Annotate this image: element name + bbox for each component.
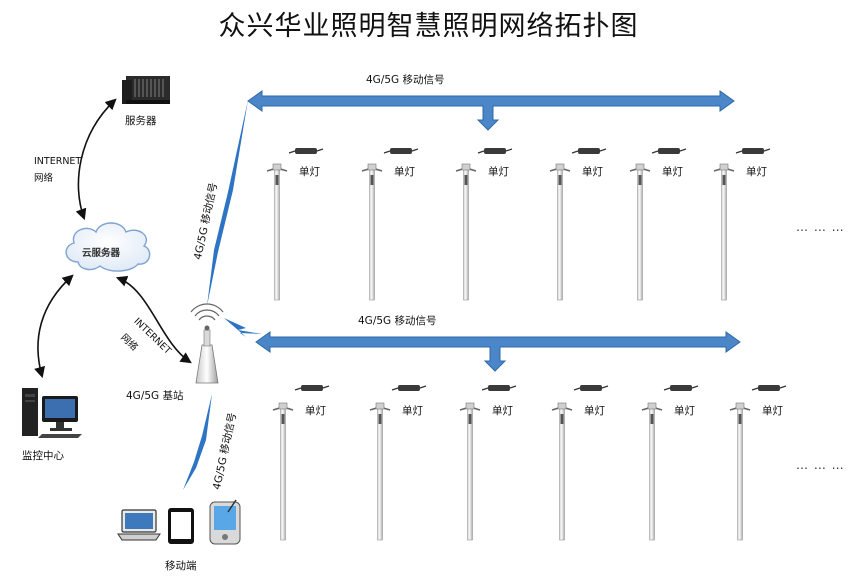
link-cloud-basestation — [115, 275, 192, 364]
light-pole-2-3 — [459, 385, 517, 541]
light-pole-2-4 — [551, 385, 609, 541]
server-label: 服务器 — [125, 115, 157, 127]
light-pole-1-6 — [713, 148, 771, 301]
lightning-up — [207, 100, 248, 306]
lamp-label-1-1: 单灯 — [299, 166, 320, 178]
link-server-cloud — [75, 98, 117, 221]
light-poles — [266, 148, 787, 541]
lightning-right — [224, 318, 262, 337]
lamp-label-1-3: 单灯 — [488, 166, 509, 178]
lamp-label-1-2: 单灯 — [394, 166, 415, 178]
light-pole-1-3 — [455, 148, 513, 301]
light-pole-1-1 — [266, 148, 324, 301]
lamp-controller-2-6 — [758, 385, 780, 391]
lamp-label-2-1: 单灯 — [305, 405, 326, 417]
diagram-title: 众兴华业照明智慧照明网络拓扑图 — [218, 11, 639, 42]
light-pole-2-2 — [369, 385, 427, 541]
internet-label-top: INTERNET — [34, 156, 82, 167]
light-pole-1-4 — [549, 148, 607, 301]
signal-arrow-row-1 — [247, 90, 735, 131]
lamp-label-2-4: 单灯 — [584, 405, 605, 417]
cloud-icon — [65, 222, 151, 272]
lamp-controller-1-2 — [390, 148, 412, 154]
base-station-label: 4G/5G 基站 — [126, 390, 184, 402]
light-pole-1-5 — [629, 148, 687, 301]
lamp-label-2-3: 单灯 — [492, 405, 513, 417]
lamp-controller-1-4 — [578, 148, 600, 154]
network-label-top: 网络 — [34, 173, 54, 184]
lightning-down — [183, 394, 212, 490]
lamp-controller-2-1 — [301, 385, 323, 391]
signal-label-top: 4G/5G 移动信号 — [366, 74, 445, 86]
lamp-controller-2-5 — [670, 385, 692, 391]
lamp-controller-1-3 — [484, 148, 506, 154]
monitor-label: 监控中心 — [22, 450, 64, 462]
lamp-controller-2-2 — [398, 385, 420, 391]
lamp-label-1-5: 单灯 — [662, 166, 683, 178]
lamp-controller-1-1 — [295, 148, 317, 154]
light-pole-2-6 — [729, 385, 787, 541]
laptop-icon — [117, 509, 161, 541]
pda-icon — [209, 499, 241, 545]
more-lamps-row-1: … … … — [796, 220, 845, 234]
light-pole-2-1 — [272, 385, 330, 541]
light-pole-2-5 — [641, 385, 699, 541]
lamp-label-2-6: 单灯 — [762, 405, 783, 417]
lamp-label-2-2: 单灯 — [402, 405, 423, 417]
more-lamps-row-2: … … … — [796, 458, 845, 472]
light-pole-1-2 — [361, 148, 419, 301]
signal-label-mid: 4G/5G 移动信号 — [358, 315, 437, 327]
tablet-icon — [168, 508, 194, 544]
signal-arrows — [247, 90, 741, 372]
lamp-controller-2-4 — [580, 385, 602, 391]
link-cloud-monitor — [34, 274, 74, 379]
mobile-label: 移动端 — [165, 560, 197, 572]
lamp-label-1-6: 单灯 — [746, 166, 767, 178]
lamp-label-1-4: 单灯 — [582, 166, 603, 178]
lamp-controller-1-6 — [742, 148, 764, 154]
signal-arrow-row-2 — [255, 331, 741, 372]
cloud-label: 云服务器 — [82, 248, 121, 259]
server-icon — [122, 76, 170, 104]
lamp-label-2-5: 单灯 — [674, 405, 695, 417]
base-station-icon — [190, 303, 224, 384]
lamp-controller-1-5 — [658, 148, 680, 154]
computer-icon — [22, 388, 82, 438]
lamp-controller-2-3 — [488, 385, 510, 391]
